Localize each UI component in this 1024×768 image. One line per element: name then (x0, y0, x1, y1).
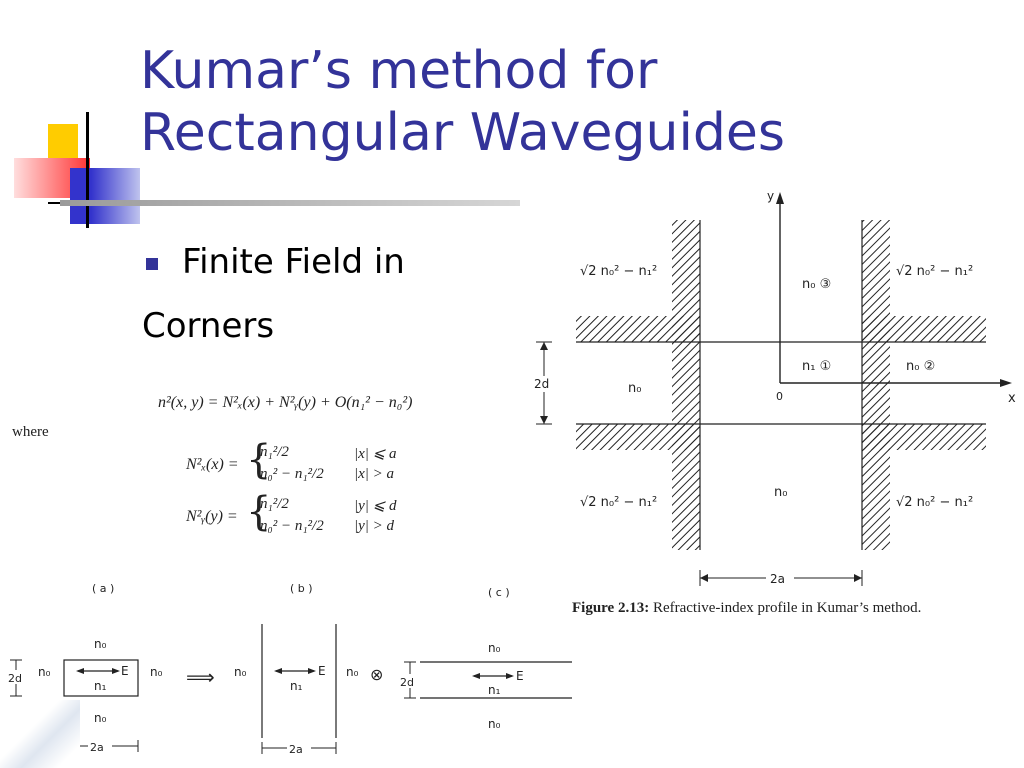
bullet-marker (146, 258, 158, 270)
figure-c-e-field: E (516, 669, 524, 683)
figure-a-n0-right: n₀ (150, 665, 163, 679)
decor-blue-gradient (70, 168, 140, 224)
corner-label-top-right: √2 n₀² − n₁² (896, 264, 973, 279)
figure-b-n1: n₁ (290, 679, 303, 693)
decor-bottom-corner (0, 700, 80, 768)
nx-brace: { (246, 437, 272, 483)
main-equation: n²(x, y) = N²ₓ(x) + N²ᵧ(y) + O(n₁² − n₀²… (158, 394, 413, 411)
ny-case-1: n₁²/2 (260, 496, 289, 512)
figure-b-label: ( b ) (290, 582, 313, 595)
region-3-label: n₀ ③ (802, 277, 831, 292)
slide-title: Kumar’s method for Rectangular Waveguide… (140, 40, 840, 164)
nx-label: N²ₓ(x) = (186, 456, 239, 473)
figure-a-n0-left: n₀ (38, 665, 51, 679)
figure-a-width: 2a (90, 741, 104, 754)
x-axis-label: x (1008, 391, 1016, 406)
figure-a-n0-top: n₀ (94, 637, 107, 651)
caption-number: Figure 2.13: (572, 600, 650, 616)
ny-label: N²ᵧ(y) = (186, 508, 238, 525)
figure-c-n1: n₁ (488, 683, 501, 697)
height-dimension-label: 2d (534, 377, 549, 391)
figure-b-width: 2a (289, 743, 303, 756)
title-line-1: Kumar’s method for (140, 41, 658, 101)
corner-label-top-left: √2 n₀² − n₁² (580, 264, 657, 279)
figure-b-n0-left: n₀ (234, 665, 247, 679)
ny-cond-2: |y| > d (354, 518, 395, 534)
figure-caption: Figure 2.13: Refractive-index profile in… (572, 600, 921, 617)
title-underline (60, 200, 520, 206)
ny-cond-1: |y| ⩽ d (354, 498, 397, 514)
left-region-label: n₀ (628, 381, 641, 396)
hatch-upper-right (862, 316, 986, 342)
refractive-index-figure: y x 0 n₀ ③ n₁ ① n₀ ② n₀ n₀ √2 n₀² − n₁² … (532, 189, 1016, 586)
figure-a-e-field: E (121, 664, 129, 678)
figure-c-label: ( c ) (488, 586, 510, 599)
bottom-region-label: n₀ (774, 485, 787, 500)
figure-c-n0-bottom: n₀ (488, 717, 501, 731)
bullet-text: Finite Field in (182, 242, 405, 282)
ny-brace: { (246, 489, 272, 535)
origin-label: 0 (776, 390, 783, 403)
y-axis-label: y (767, 189, 774, 203)
width-dimension-label: 2a (770, 572, 785, 586)
figure-a-label: ( a ) (92, 582, 114, 595)
nx-case-2: n₀² − n₁²/2 (260, 466, 324, 482)
corner-label-bottom-left: √2 n₀² − n₁² (580, 495, 657, 510)
title-line-2: Rectangular Waveguides (140, 103, 785, 163)
figure-c-n0-top: n₀ (488, 641, 501, 655)
nx-cond-2: |x| > a (354, 466, 395, 482)
figure-a-n0-bottom: n₀ (94, 711, 107, 725)
hatch-lower-right (862, 424, 986, 450)
hatch-right-vertical (862, 220, 890, 550)
region-1-label: n₁ ① (802, 359, 831, 374)
caption-text: Refractive-index profile in Kumar’s meth… (652, 600, 922, 616)
figure-a-height: 2d (8, 672, 22, 685)
bottom-figures: ( a ) n₀ n₀ n₀ n₁ n₀ E 2d 2a ⟹ ( b ) n₀ … (6, 582, 572, 756)
hatch-lower-left (576, 424, 700, 450)
nx-cond-1: |x| ⩽ a (354, 446, 397, 462)
figure-b-e-field: E (318, 664, 326, 678)
implies-arrow: ⟹ (186, 665, 215, 689)
region-2-label: n₀ ② (906, 359, 935, 374)
where-label: where (12, 424, 49, 440)
decor-vertical-line (86, 112, 89, 228)
bullet-continuation: Corners (142, 306, 275, 346)
ny-case-2: n₀² − n₁²/2 (260, 518, 324, 534)
figure-a-core (63, 659, 139, 697)
figure-c-height: 2d (400, 676, 414, 689)
corner-label-bottom-right: √2 n₀² − n₁² (896, 495, 973, 510)
hatch-left-vertical (672, 220, 700, 550)
nx-case-1: n₁²/2 (260, 444, 289, 460)
tensor-product-symbol: ⊗ (370, 665, 383, 684)
figure-b-n0-right: n₀ (346, 665, 359, 679)
hatch-upper-left (576, 316, 700, 342)
figure-a-n1: n₁ (94, 679, 107, 693)
